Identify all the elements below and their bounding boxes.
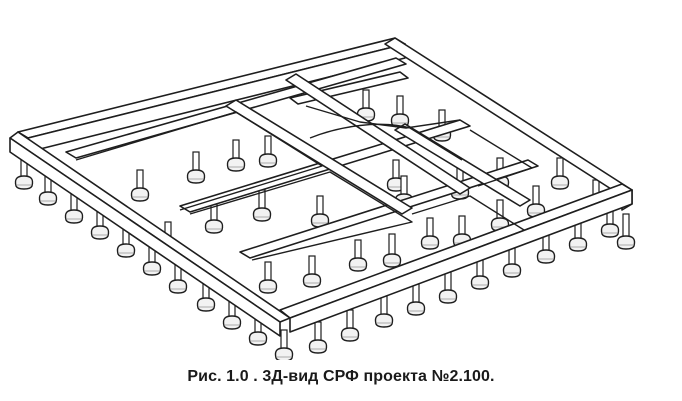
screw-pile	[308, 321, 328, 354]
pile-head	[616, 235, 636, 250]
pile-head	[90, 225, 110, 240]
pile-head	[502, 263, 522, 278]
screw-pile	[302, 255, 322, 288]
pile-head	[568, 237, 588, 252]
screw-pile	[420, 217, 440, 250]
screw-pile	[116, 217, 136, 258]
pile-head	[536, 249, 556, 264]
screw-pile	[204, 199, 224, 234]
screw-pile	[348, 239, 368, 272]
screw-pile	[356, 89, 376, 122]
screw-pile	[536, 231, 556, 264]
screw-pile	[470, 257, 490, 290]
pile-head	[38, 191, 58, 206]
screw-pile	[90, 199, 110, 240]
screw-pile	[226, 139, 246, 172]
beam-cross-3	[394, 123, 531, 207]
pile-head	[374, 313, 394, 328]
screw-pile	[222, 289, 242, 330]
pile-head	[64, 209, 84, 224]
screw-pile	[382, 233, 402, 268]
inner-cell-outline-1	[75, 111, 323, 211]
pile-head	[196, 297, 216, 312]
beam-front-left	[9, 131, 291, 323]
screw-pile	[186, 151, 206, 184]
pile-head	[420, 235, 440, 250]
figure-caption: Рис. 1.0 . 3Д-вид СРФ проекта №2.100.	[187, 368, 495, 385]
pile-head	[222, 315, 242, 330]
beam-cross-2	[285, 73, 471, 195]
pile-head	[14, 175, 34, 190]
foundation-3d-drawing	[9, 37, 636, 360]
pile-head	[308, 339, 328, 354]
pile-head	[274, 347, 294, 360]
pile-head	[204, 219, 224, 234]
screw-pile	[438, 271, 458, 304]
screw-pile	[526, 185, 546, 218]
screw-pile	[374, 295, 394, 328]
inner-cell-outline-5	[411, 195, 525, 231]
inner-cell-outline-2	[189, 171, 413, 261]
curved-bay	[309, 123, 463, 161]
screw-pile	[196, 271, 216, 312]
pile-head	[226, 157, 246, 172]
pile-head	[116, 243, 136, 258]
screw-pile	[406, 283, 426, 316]
screw-pile	[310, 195, 330, 228]
pile-head	[406, 301, 426, 316]
pile-head	[168, 279, 188, 294]
pile-head	[252, 207, 272, 222]
pile-head	[186, 169, 206, 184]
pile-head	[248, 331, 268, 346]
screw-pile	[390, 95, 410, 128]
beam-back-left-face	[27, 43, 406, 153]
screw-pile	[130, 169, 150, 202]
screw-pile	[616, 213, 636, 250]
beam-front-right-face	[289, 189, 633, 333]
beam-front-left-face	[9, 137, 281, 337]
pile-head	[340, 327, 360, 342]
screw-pile	[274, 329, 294, 360]
screw-pile	[142, 235, 162, 276]
pile-head	[258, 153, 278, 168]
pile-head	[142, 261, 162, 276]
beam-cross-1	[225, 99, 413, 215]
screw-pile	[258, 261, 278, 294]
inner-cell-outline-4	[469, 129, 533, 187]
pile-head	[600, 223, 620, 238]
pile-head	[550, 175, 570, 190]
screw-pile	[340, 309, 360, 342]
pile-head	[302, 273, 322, 288]
pile-head	[382, 253, 402, 268]
pile-head	[438, 289, 458, 304]
pile-head	[348, 257, 368, 272]
pile-head	[258, 279, 278, 294]
grillage-frame	[9, 37, 633, 337]
pile-head	[470, 275, 490, 290]
pile-head	[130, 187, 150, 202]
screw-pile	[258, 135, 278, 168]
screw-pile	[550, 157, 570, 190]
screw-pile	[502, 245, 522, 278]
